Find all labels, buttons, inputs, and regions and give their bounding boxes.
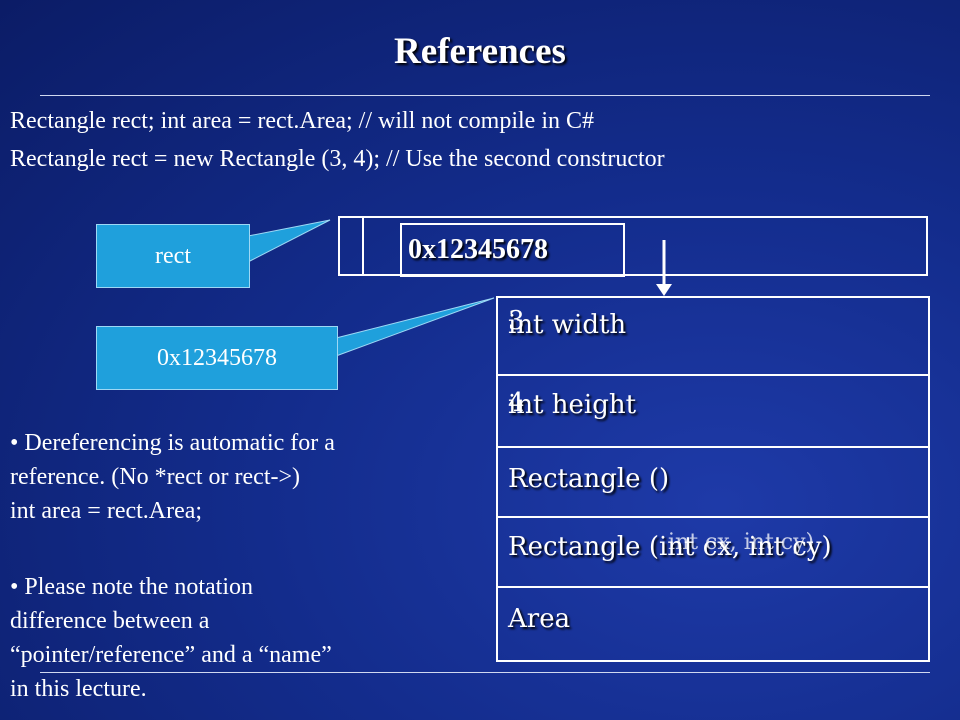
address-callout: 0x12345678 [96,326,338,390]
rect-variable-label: rect [155,242,191,269]
field-width: int width [508,310,627,340]
note-line: “pointer/reference” and a “name” [10,642,332,668]
note-dereferencing: • Dereferencing is automatic for a refer… [10,426,470,528]
code-line-declaration: Rectangle rect; int area = rect.Area; //… [10,108,594,134]
note-line: reference. (No *rect or rect->) [10,464,301,490]
slide-title: References [394,31,566,72]
code-line-construction: Rectangle rect = new Rectangle (3, 4); /… [10,146,665,172]
object-row-divider [496,374,930,376]
note-line: int area = rect.Area; [10,498,203,524]
rect-variable-callout: rect [96,224,250,288]
note-notation: • Please note the notation difference be… [10,570,470,706]
object-row-divider [496,516,930,518]
reference-box [338,216,928,276]
reference-box-divider [362,216,364,276]
field-height: int height [508,390,637,420]
rect-callout-pointer [247,219,331,263]
field-width-value: 3 [508,306,525,336]
note-line: • Dereferencing is automatic for a [10,430,335,456]
reference-arrow-head [656,284,672,296]
property-area: Area [508,604,571,634]
reference-value-box [400,223,625,277]
footer-divider [40,672,930,673]
address-label: 0x12345678 [157,344,277,371]
note-line: in this lecture. [10,676,147,702]
object-row-divider [496,446,930,448]
method-param-constructor: Rectangle (int cx, int cy) [508,532,832,562]
object-row-divider [496,586,930,588]
reference-value: 0x12345678 [408,234,548,265]
address-callout-pointer [335,297,495,357]
method-param-constructor-overlay: int cx, int cy) [668,530,815,555]
title-divider [40,95,930,96]
note-line: • Please note the notation [10,574,254,600]
object-box [496,296,930,662]
method-default-constructor: Rectangle () [508,464,670,494]
note-line: difference between a [10,608,210,634]
field-height-value: 4 [508,388,525,418]
